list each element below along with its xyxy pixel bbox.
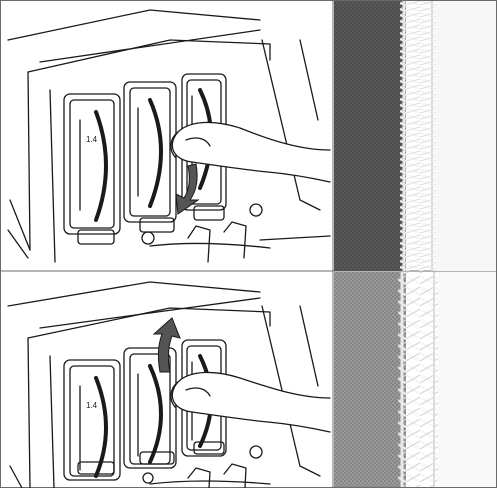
dial-label-top: 1.4 [86,135,98,144]
fabric-sample-top [334,1,496,271]
dial-label-bottom: 1.4 [86,401,98,410]
fabric-sample-bottom [334,272,496,487]
